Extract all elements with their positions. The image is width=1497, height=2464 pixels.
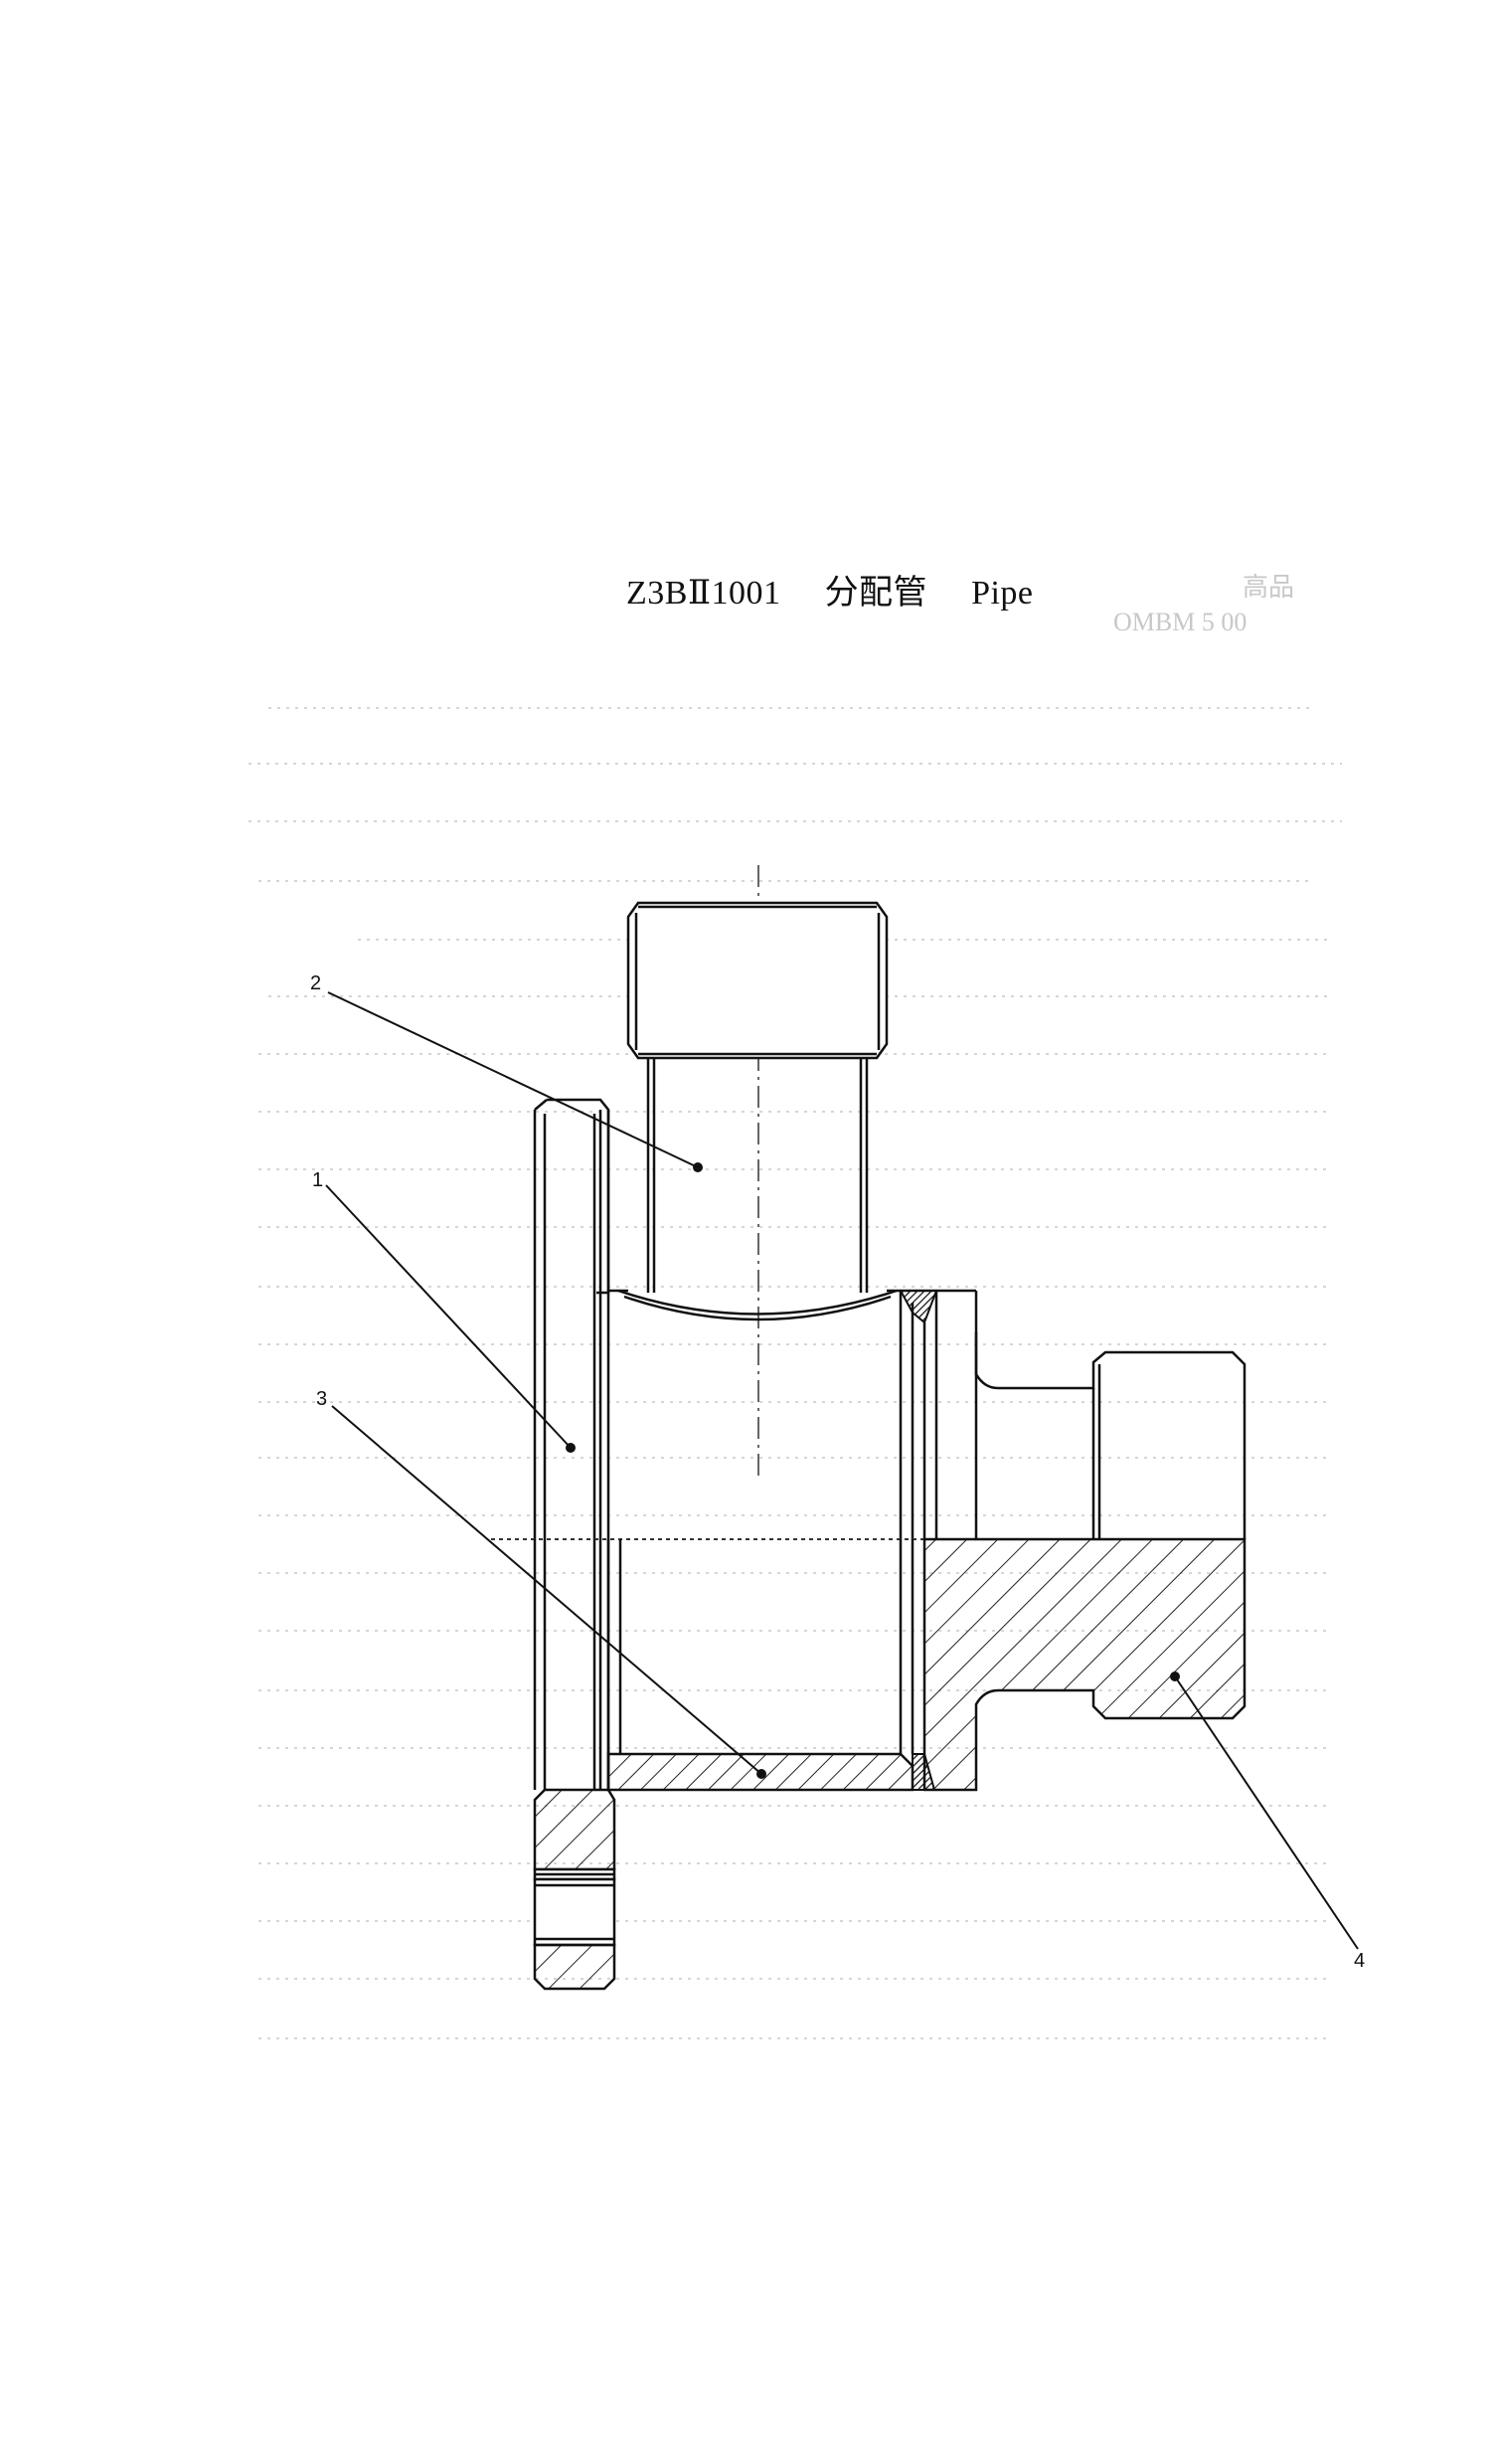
reference-dots — [566, 1162, 1180, 1779]
weld-bottom — [912, 1753, 936, 1791]
callout-3: 3 — [316, 1388, 327, 1410]
weld-top — [899, 1290, 938, 1324]
part-name-english: Pipe — [971, 575, 1034, 612]
dot-part-1 — [566, 1443, 576, 1453]
dot-part-2 — [693, 1162, 703, 1172]
callout-2: 2 — [310, 972, 321, 994]
dot-part-3 — [756, 1769, 766, 1779]
background-faint-lines — [249, 707, 1342, 2039]
drawing-title: Z3BⅡ1001 分配管 Pipe — [626, 565, 1034, 614]
callout-1: 1 — [312, 1169, 323, 1191]
part-1-flange-wall — [533, 1098, 978, 1539]
callout-4: 4 — [1354, 1950, 1365, 1972]
faint-stamp: 高品 OMBM 5 00 — [1113, 567, 1352, 656]
part-4-side-fitting — [974, 1332, 1247, 1539]
dot-part-4 — [1170, 1672, 1180, 1681]
leader-lines — [325, 991, 1359, 1950]
part-number: Z3BⅡ1001 — [626, 575, 781, 612]
part-name-chinese: 分配管 — [824, 575, 928, 612]
stamp-line-1: 高品 — [1243, 573, 1295, 602]
part-3-bottom-plate — [606, 1539, 915, 1792]
part-2-branch-pipe — [617, 901, 898, 1321]
part-1-flange-section — [533, 1539, 616, 1991]
part-4-fitting-section — [911, 1537, 1247, 1792]
stamp-line-2: OMBM 5 00 — [1113, 608, 1248, 636]
